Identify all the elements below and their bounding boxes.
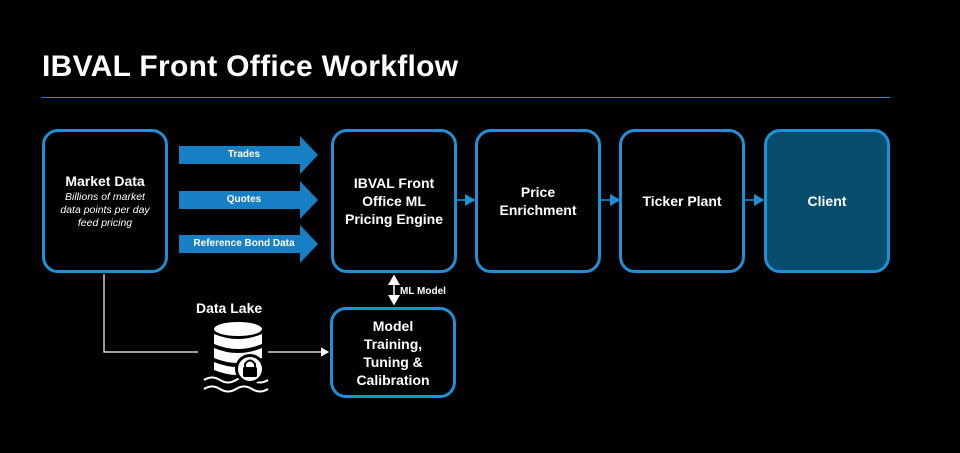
market-to-lake-line [103,274,198,353]
market-data-description: Billions of market data points per day f… [60,191,150,229]
ticker-plant-label: Ticker Plant [642,193,722,209]
trades-arrow [179,136,318,174]
model-training-label: Model Training, Tuning & Calibration [356,317,430,388]
reference-arrow [179,225,318,263]
market-data-label: Market Data [65,173,145,189]
client-box: Client [764,129,890,273]
ml-pricing-engine-label: IBVAL Front Office ML Pricing Engine [344,175,443,227]
model-training-box: Model Training, Tuning & Calibration [330,307,456,398]
page-title: IBVAL Front Office Workflow [42,50,459,83]
quotes-arrow [179,181,318,219]
client-label: Client [807,193,847,209]
price-enrichment-label: Price Enrichment [499,184,577,218]
ticker-plant-box: Ticker Plant [619,129,745,273]
database-lock-icon [203,322,269,393]
ml-pricing-engine-box: IBVAL Front Office ML Pricing Engine [331,129,457,273]
price-enrichment-box: Price Enrichment [475,129,601,273]
market-data-box: Market Data Billions of market data poin… [42,129,168,273]
data-lake-label: Data Lake [196,300,263,316]
trades-label: Trades [227,149,261,160]
ml-model-label: ML Model [400,286,446,297]
reference-bond-data-label: Reference Bond Data [193,238,295,249]
quotes-label: Quotes [226,194,262,205]
title-divider [42,97,890,98]
